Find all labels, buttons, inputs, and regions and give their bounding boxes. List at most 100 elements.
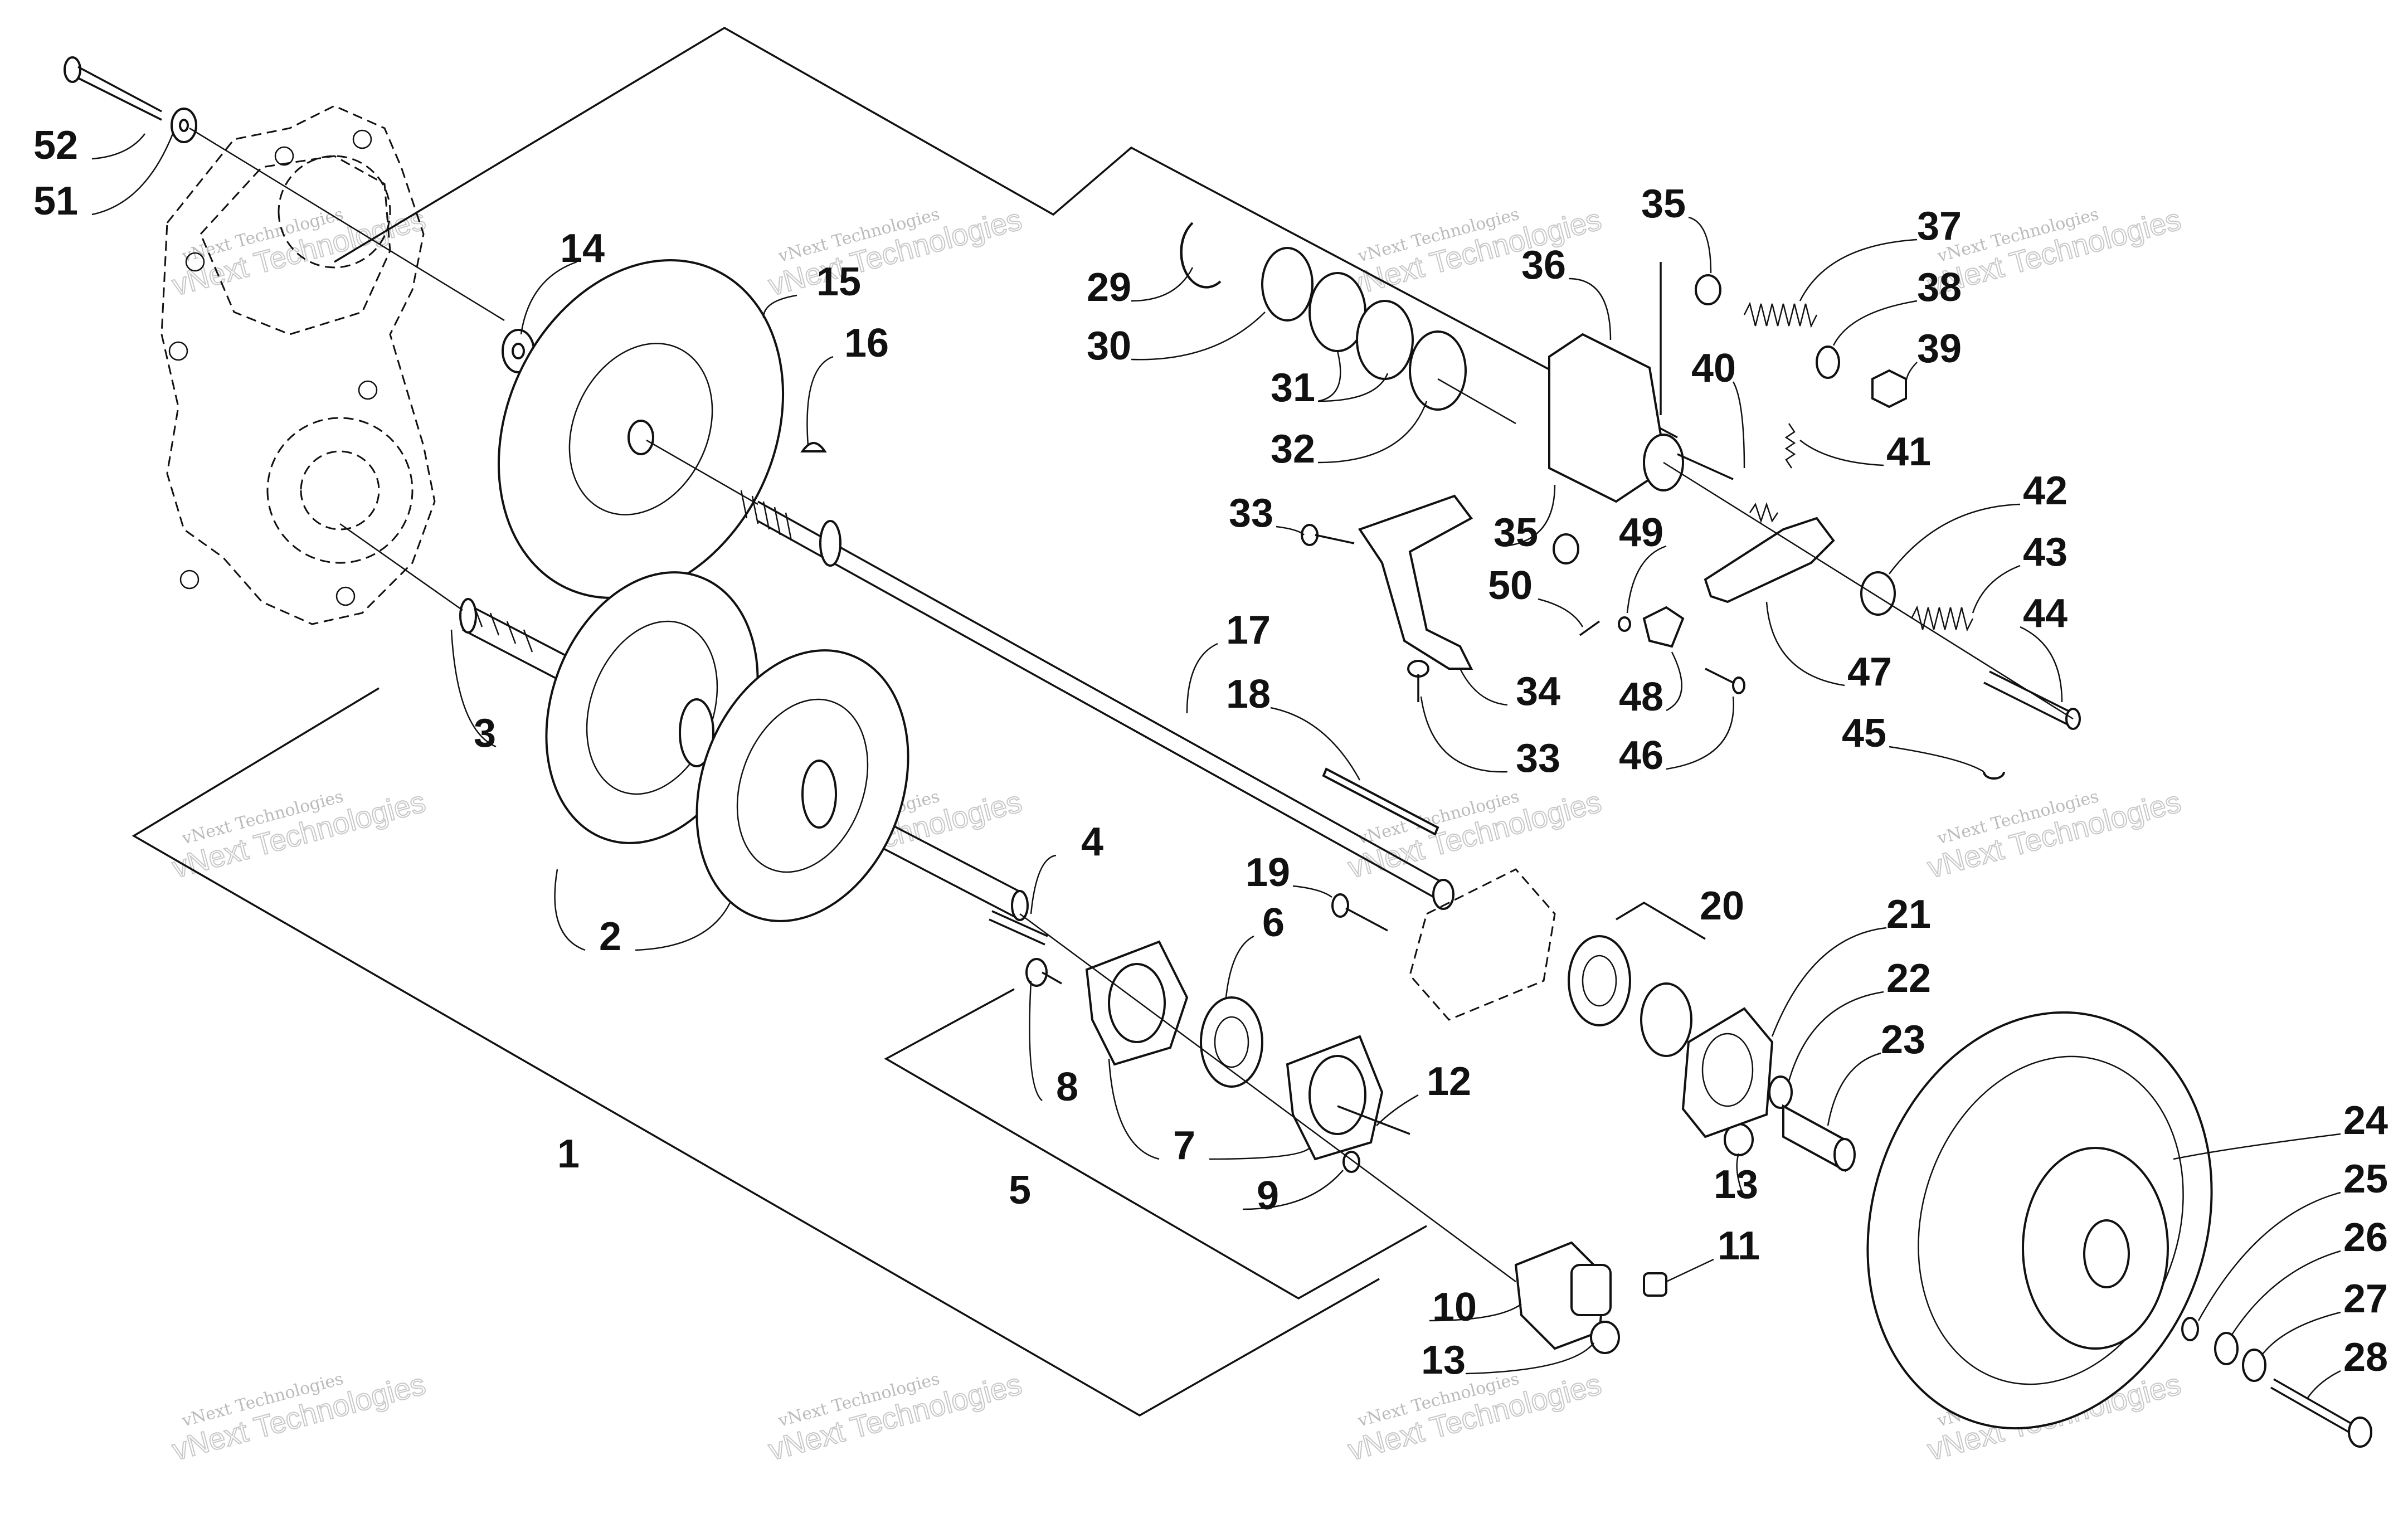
screw-33b — [1407, 660, 1429, 702]
bolt-52 — [64, 56, 162, 121]
part-label-23: 23 — [1881, 1018, 1925, 1062]
bushing-23 — [1782, 1104, 1856, 1172]
part-label-33: 33 — [1229, 491, 1273, 536]
nut-9 — [1342, 1151, 1360, 1173]
part-label-19: 19 — [1246, 850, 1290, 895]
part-label-29: 29 — [1087, 265, 1131, 310]
snap-ring-29 — [1180, 222, 1222, 289]
reverse-housing-36 — [1548, 333, 1684, 503]
bolt-8 — [1025, 958, 1062, 987]
bearing-housing — [1409, 868, 1556, 1021]
nut-13a — [1590, 1321, 1620, 1354]
part-label-14: 14 — [560, 226, 605, 271]
brake-disc-15 — [497, 259, 785, 599]
part-label-40: 40 — [1691, 346, 1736, 391]
part-label-28: 28 — [2343, 1335, 2388, 1380]
flange-21 — [1681, 1007, 1774, 1138]
part-label-16: 16 — [844, 321, 889, 366]
bolt-19 — [1331, 893, 1388, 932]
sprocket-2b — [695, 649, 909, 922]
spring-37 — [1743, 301, 1818, 328]
part-label-51: 51 — [33, 179, 78, 223]
plunger-35a — [1695, 274, 1721, 305]
part-label-7: 7 — [1173, 1123, 1195, 1168]
clip-45 — [1983, 771, 2005, 780]
pin-44 — [1983, 670, 2081, 730]
pin-46 — [1705, 668, 1745, 694]
part-label-49: 49 — [1619, 510, 1663, 555]
part-label-3: 3 — [474, 711, 496, 756]
part-label-2: 2 — [599, 914, 621, 959]
screw-33a — [1301, 524, 1355, 546]
part-label-5: 5 — [1009, 1168, 1031, 1213]
part-label-24: 24 — [2343, 1098, 2388, 1143]
part-label-36: 36 — [1521, 243, 1566, 288]
part-label-41: 41 — [1886, 430, 1931, 474]
key-16 — [800, 442, 827, 452]
cap-42 — [1860, 571, 1896, 616]
part-label-52: 52 — [33, 123, 78, 168]
key-18 — [1322, 767, 1439, 836]
jackshaft-17 — [740, 490, 1454, 910]
part-label-44: 44 — [2023, 591, 2068, 636]
part-label-18: 18 — [1226, 672, 1271, 717]
washer-38 — [1816, 345, 1840, 379]
washer-25 — [2181, 1317, 2199, 1341]
assembly-outline-top — [334, 26, 1678, 439]
part-label-8: 8 — [1056, 1065, 1078, 1109]
part-label-33: 33 — [1516, 736, 1560, 781]
chaincase-housing — [160, 105, 436, 625]
part-label-47: 47 — [1847, 650, 1892, 694]
lever-48 — [1642, 606, 1685, 648]
shim-32 — [1409, 330, 1467, 411]
part-label-9: 9 — [1257, 1174, 1279, 1218]
part-label-21: 21 — [1886, 892, 1931, 937]
pin-50 — [1579, 620, 1601, 636]
part-label-11: 11 — [1718, 1224, 1760, 1268]
part-label-38: 38 — [1917, 265, 1962, 310]
arm-47 — [1704, 517, 1835, 603]
bracket-34 — [1358, 494, 1473, 670]
part-label-50: 50 — [1488, 563, 1533, 608]
part-label-34: 34 — [1516, 669, 1560, 714]
assembly-outline-1 — [132, 687, 1380, 1417]
shim-30 — [1261, 247, 1314, 322]
part-label-20: 20 — [1700, 884, 1744, 928]
spacer-22 — [1768, 1075, 1793, 1109]
part-label-37: 37 — [1917, 204, 1962, 249]
part-label-26: 26 — [2343, 1215, 2388, 1260]
part-label-12: 12 — [1427, 1059, 1471, 1104]
part-label-25: 25 — [2343, 1157, 2388, 1201]
part-label-46: 46 — [1619, 733, 1663, 778]
part-label-30: 30 — [1087, 324, 1131, 368]
part-label-15: 15 — [816, 260, 861, 304]
part-label-45: 45 — [1842, 711, 1886, 756]
part-label-13: 13 — [1421, 1338, 1466, 1383]
part-label-35: 35 — [1494, 510, 1538, 555]
part-label-27: 27 — [2343, 1277, 2388, 1321]
washer-49 — [1618, 616, 1631, 632]
fitting-11 — [1643, 1272, 1667, 1297]
shim-31b — [1356, 300, 1414, 380]
stud-12 — [1337, 1105, 1410, 1135]
assembly-outline-20 — [1616, 901, 1706, 940]
part-label-42: 42 — [2023, 469, 2068, 513]
bearing-20 — [1568, 935, 1692, 1057]
part-label-32: 32 — [1271, 427, 1315, 471]
part-label-1: 1 — [557, 1132, 580, 1176]
driven-clutch-24 — [1866, 1011, 2213, 1430]
pin-40 — [1677, 453, 1734, 480]
speedo-housing-10 — [1514, 1241, 1612, 1350]
washer-27 — [2242, 1349, 2266, 1382]
part-label-35: 35 — [1641, 182, 1686, 226]
bearing-6 — [1200, 996, 1263, 1088]
part-label-17: 17 — [1226, 608, 1271, 653]
washer-26 — [2214, 1332, 2239, 1365]
assembly-outline-5 — [884, 988, 1427, 1300]
